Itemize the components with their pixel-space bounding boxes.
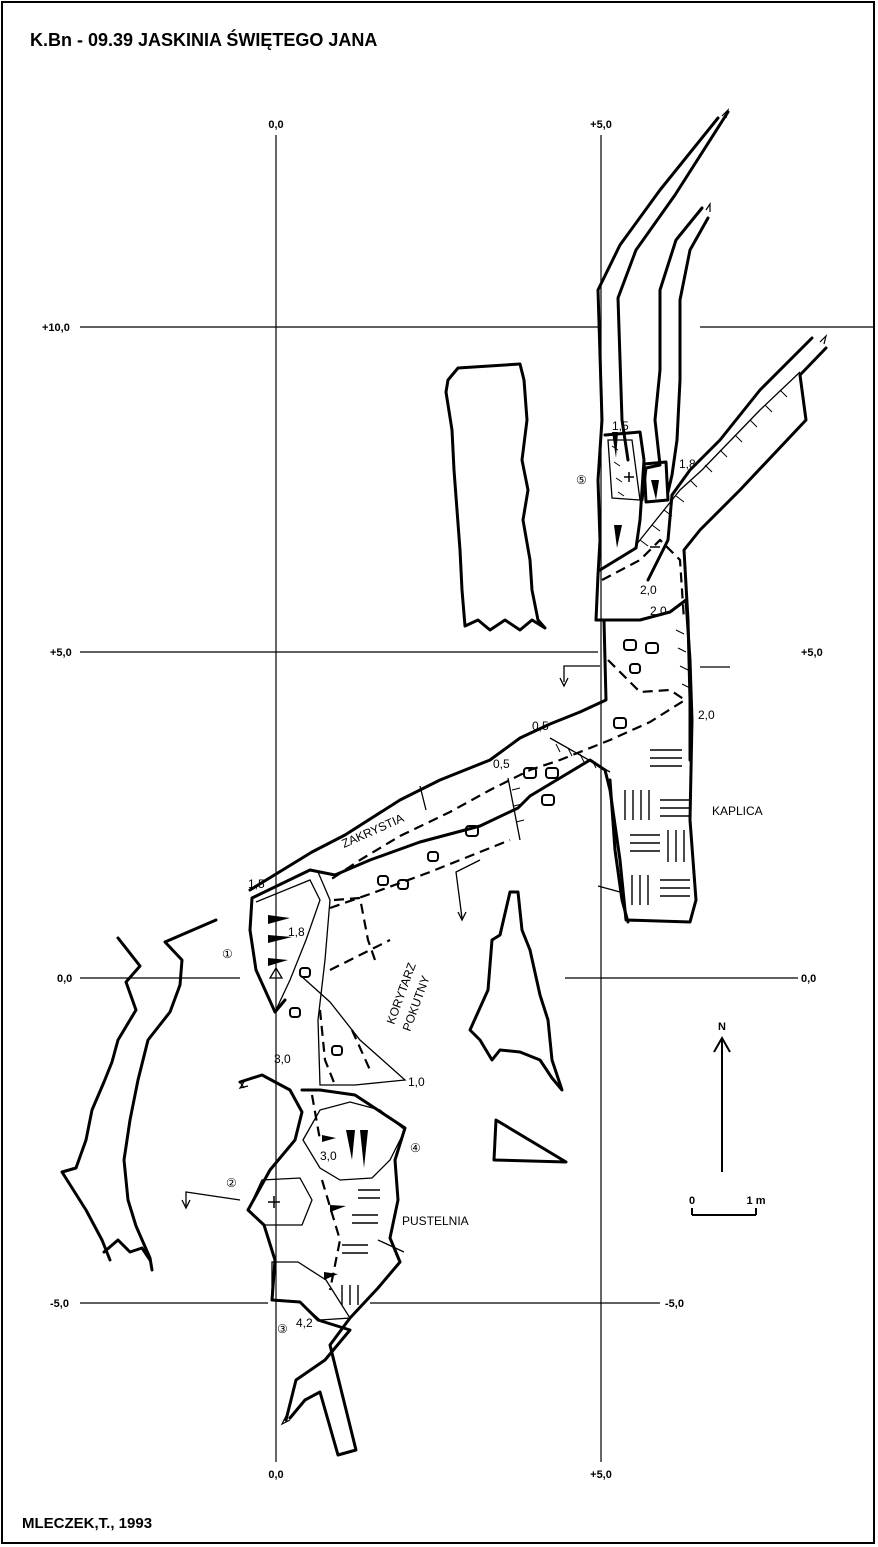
scale-end-label: 1 m <box>747 1195 766 1207</box>
north-label: N <box>718 1021 726 1033</box>
cave-wall-south <box>238 1073 352 1422</box>
height-label: 3,0 <box>320 1149 337 1163</box>
ledge-chamber-5 <box>607 439 641 501</box>
grid-label-top-0: 0,0 <box>268 119 283 131</box>
height-label: 2,0 <box>640 583 657 597</box>
point-marker-3: ③ <box>277 1322 288 1336</box>
dashed-main-room <box>329 659 688 881</box>
cave-wall-kaplica <box>608 778 630 924</box>
boulders <box>289 639 659 1056</box>
cave-wall-west-inner <box>122 918 218 1272</box>
point-marker-5: ⑤ <box>576 473 587 487</box>
cave-wall-north-passages <box>594 110 828 762</box>
height-label: 0,5 <box>532 719 549 733</box>
scale-start-label: 0 <box>689 1195 695 1207</box>
point-marker-2: ② <box>226 1176 237 1190</box>
ledge-chamber-4 <box>302 1101 406 1181</box>
north-arrow <box>713 1035 731 1172</box>
slope-marks-1 <box>268 915 292 979</box>
slope-marks-4 <box>268 1130 368 1280</box>
height-label: 3,0 <box>274 1052 291 1066</box>
grid-label-bottom-5: +5,0 <box>590 1469 612 1481</box>
cave-wall-chamber-5 <box>598 430 646 572</box>
place-pustelnia: PUSTELNIA <box>402 1214 469 1228</box>
passage-arrows <box>238 108 828 1426</box>
height-label: 2,0 <box>698 708 715 722</box>
grid-label-left-minus5: -5,0 <box>50 1298 69 1310</box>
height-label: 0,5 <box>493 757 510 771</box>
grid-label-bottom-0: 0,0 <box>268 1469 283 1481</box>
height-label: 2,0 <box>650 604 667 618</box>
cave-wall-triangle <box>492 1118 568 1164</box>
map-title: K.Bn - 09.39 JASKINIA ŚWIĘTEGO JANA <box>30 30 378 50</box>
point-marker-1: ① <box>222 947 233 961</box>
section-arrows <box>181 665 621 1210</box>
cave-wall-block-east <box>468 890 564 1092</box>
ledge-chamber-2 <box>247 1177 313 1226</box>
grid-label-top-5: +5,0 <box>590 119 612 131</box>
height-label: 1,8 <box>679 457 696 471</box>
zakrystia-pointer <box>419 785 427 811</box>
place-kaplica: KAPLICA <box>712 804 763 818</box>
pustelnia-pointer <box>377 1239 405 1253</box>
grid-label-right-minus5: -5,0 <box>665 1298 684 1310</box>
height-label: 1,5 <box>612 419 629 433</box>
slope-marks-5 <box>612 432 660 548</box>
hatching-pustelnia <box>341 1189 380 1305</box>
grid-label-right-5: +5,0 <box>801 647 823 659</box>
dashed-north <box>601 538 686 621</box>
ledge-chamber-1 <box>255 879 321 1013</box>
cave-wall-main-room <box>248 598 698 1014</box>
cave-wall-west-tip <box>102 1238 152 1262</box>
height-label: 1,5 <box>248 877 265 891</box>
grid-label-left-5: +5,0 <box>50 647 72 659</box>
dashed-korytarz <box>318 896 391 1086</box>
cave-wall-west <box>60 936 142 1262</box>
height-label: 4,2 <box>296 1316 313 1330</box>
cave-wall-south-east <box>288 1088 407 1457</box>
ledge-chamber-3 <box>271 1261 352 1321</box>
ledge-ticks-north <box>611 389 788 547</box>
ledge-north-diagonal <box>635 371 801 546</box>
ledge-korytarz <box>299 871 407 1086</box>
height-label: 1,8 <box>288 925 305 939</box>
height-label: 1,0 <box>408 1075 425 1089</box>
grid-label-left-0: 0,0 <box>57 973 72 985</box>
scale-bar <box>691 1208 757 1216</box>
point-marker-4: ④ <box>410 1141 421 1155</box>
map-author: MLECZEK,T., 1993 <box>22 1515 153 1532</box>
hatching-kaplica <box>624 749 690 905</box>
cave-wall-main-room-south <box>248 618 608 892</box>
dashed-south <box>310 1094 342 1291</box>
grid-label-left-10: +10,0 <box>42 322 70 334</box>
cave-wall-north-pillar <box>642 460 670 504</box>
grid-lines <box>80 135 875 1462</box>
cave-wall-block-upper <box>444 362 547 632</box>
ledge-main-room <box>507 737 611 841</box>
grid-label-right-0: 0,0 <box>801 973 816 985</box>
